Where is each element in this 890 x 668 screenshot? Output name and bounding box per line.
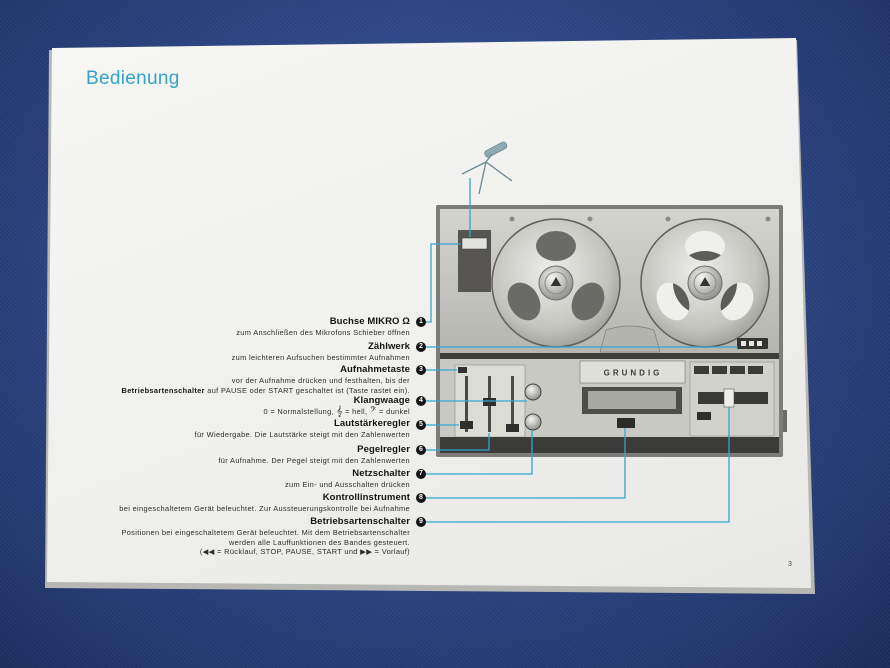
- head-cover: [599, 325, 661, 353]
- display-window-inner: [588, 391, 676, 409]
- callout-number-badge: 8: [416, 493, 426, 503]
- callout-title: Buchse MIKRO Ω: [329, 316, 410, 327]
- screw: [509, 216, 515, 222]
- side-knob: [783, 410, 787, 432]
- callout-title: Klangwaage: [353, 395, 410, 406]
- reel-hub-ring: [544, 271, 568, 295]
- callout-number-badge: 7: [416, 469, 426, 479]
- callout-title: Pegelregler: [357, 444, 410, 455]
- slider-knob: [506, 424, 519, 432]
- callout-tone-balance: Klangwaage 0 = Normalstellung, 𝄞 = hell,…: [263, 395, 410, 417]
- tape-recorder-illustration: GRUNDIG: [436, 205, 787, 457]
- reel-hub-ring: [693, 271, 717, 295]
- callout-number-badge: 6: [416, 445, 426, 455]
- callout-power-switch: Netzschalter zum Ein- und Ausschalten dr…: [285, 468, 410, 490]
- callout-description: vor der Aufnahme drücken und festhalten,…: [231, 376, 410, 385]
- text-segment: 0 = Normalstellung,: [263, 407, 337, 416]
- screw: [765, 216, 771, 222]
- callout-description: zum Anschließen des Mikrofons Schieber ö…: [236, 328, 410, 337]
- reel-hub-triangle: [550, 277, 562, 286]
- reel-hub-triangle: [699, 277, 711, 286]
- callout-title: Aufnahmetaste: [340, 364, 410, 375]
- panel-divider: [440, 353, 779, 359]
- callout-title: Netzschalter: [352, 468, 410, 479]
- counter-digit: [749, 341, 754, 346]
- callout-description: für Wiedergabe. Die Lautstärke steigt mi…: [194, 430, 410, 439]
- callout-title: Kontrollinstrument: [322, 492, 410, 503]
- callout-description: Positionen bei eingeschaltetem Gerät bel…: [121, 528, 410, 537]
- page-title: Bedienung: [86, 68, 180, 89]
- callout-description: werden alle Lauffunktionen des Bandes ge…: [228, 537, 410, 547]
- microphone-stem: [485, 153, 493, 163]
- brand-plate-logo: GRUNDIG: [604, 369, 663, 378]
- brand-plate: [579, 360, 686, 384]
- callout-description-bold: Betriebsartenschalter: [121, 385, 205, 395]
- mic-socket: [461, 237, 488, 250]
- callout-mic-socket: Buchse MIKRO Ω zum Anschließen des Mikro…: [236, 316, 410, 338]
- microphone-head: [484, 141, 508, 158]
- callout-number-badge: 4: [416, 396, 426, 406]
- callout-description: 0 = Normalstellung, 𝄞 = hell, 𝄢 = dunkel: [263, 407, 410, 417]
- slider-slot: [511, 376, 514, 432]
- callout-number-badge: 1: [416, 317, 426, 327]
- page-number: 3: [788, 561, 792, 568]
- callout-level-meter: Kontrollinstrument bei eingeschaltetem G…: [119, 492, 410, 514]
- callout-description: (◀◀ = Rücklauf, STOP, PAUSE, START und ▶…: [199, 547, 410, 556]
- treble-clef-icon: 𝄞: [336, 406, 343, 417]
- level-meter: [617, 418, 635, 428]
- mode-indicator: [694, 366, 709, 374]
- volume-slider-knob: [460, 421, 473, 429]
- callout-description: für Aufnahme. Der Pegel steigt mit den Z…: [218, 456, 410, 465]
- bass-clef-icon: 𝄢: [369, 406, 377, 417]
- screw: [665, 216, 671, 222]
- callout-title: Betriebsartenschalter: [310, 516, 410, 527]
- callout-counter: Zählwerk zum leichteren Aufsuchen bestim…: [232, 341, 410, 363]
- leader-line-1: [426, 243, 461, 323]
- reel-right: [640, 218, 770, 348]
- leader-lines: [426, 178, 738, 523]
- text-segment: = hell,: [342, 407, 370, 416]
- power-switch-knob: [524, 413, 542, 431]
- level-slider-knob: [483, 398, 496, 406]
- slider-slot: [465, 376, 468, 432]
- leader-line-9: [426, 407, 730, 523]
- mode-switch-handle: [723, 388, 735, 408]
- callout-title: Zählwerk: [368, 341, 410, 352]
- callout-mode-switch: Betriebsartenschalter Positionen bei ein…: [121, 516, 410, 557]
- callout-volume-control: Lautstärkeregler für Wiedergabe. Die Lau…: [195, 418, 410, 440]
- microphone-leg: [485, 161, 513, 182]
- callout-description: Betriebsartenschalter auf PAUSE oder STA…: [122, 386, 410, 396]
- bottom-strip: [440, 437, 779, 453]
- mode-indicator: [748, 366, 763, 374]
- screw: [587, 216, 593, 222]
- callout-title: Lautstärkeregler: [333, 418, 410, 429]
- callout-number-badge: 2: [416, 342, 426, 352]
- callout-number-badge: 3: [416, 365, 426, 375]
- callout-level-control: Pegelregler für Aufnahme. Der Pegel stei…: [218, 444, 410, 466]
- rewind-button: [697, 412, 711, 420]
- leader-line-7: [426, 430, 533, 475]
- callout-description: zum Ein- und Ausschalten drücken: [285, 480, 410, 489]
- mode-indicator: [712, 366, 727, 374]
- leader-line-8: [426, 428, 626, 499]
- callout-description-rest: auf PAUSE oder START geschaltet ist (Tas…: [204, 385, 410, 395]
- counter-digit: [757, 341, 762, 346]
- callout-description: bei eingeschaltetem Gerät beleuchtet. Zu…: [119, 504, 410, 513]
- reel-left: [491, 218, 621, 348]
- text-segment: = dunkel: [376, 407, 410, 416]
- record-button: [458, 367, 467, 373]
- tone-balance-knob: [524, 383, 542, 401]
- callout-number-badge: 9: [416, 517, 426, 527]
- mode-indicator: [730, 366, 745, 374]
- microphone-leg: [461, 161, 487, 175]
- callout-record-button: Aufnahmetaste vor der Aufnahme drücken u…: [122, 364, 410, 395]
- callout-description: zum leichteren Aufsuchen bestimmter Aufn…: [231, 353, 410, 362]
- leader-line-6: [426, 433, 490, 451]
- callout-number-badge: 5: [416, 420, 426, 430]
- microphone-icon: [461, 141, 513, 195]
- counter-digit: [741, 341, 746, 346]
- microphone-leg: [478, 161, 487, 195]
